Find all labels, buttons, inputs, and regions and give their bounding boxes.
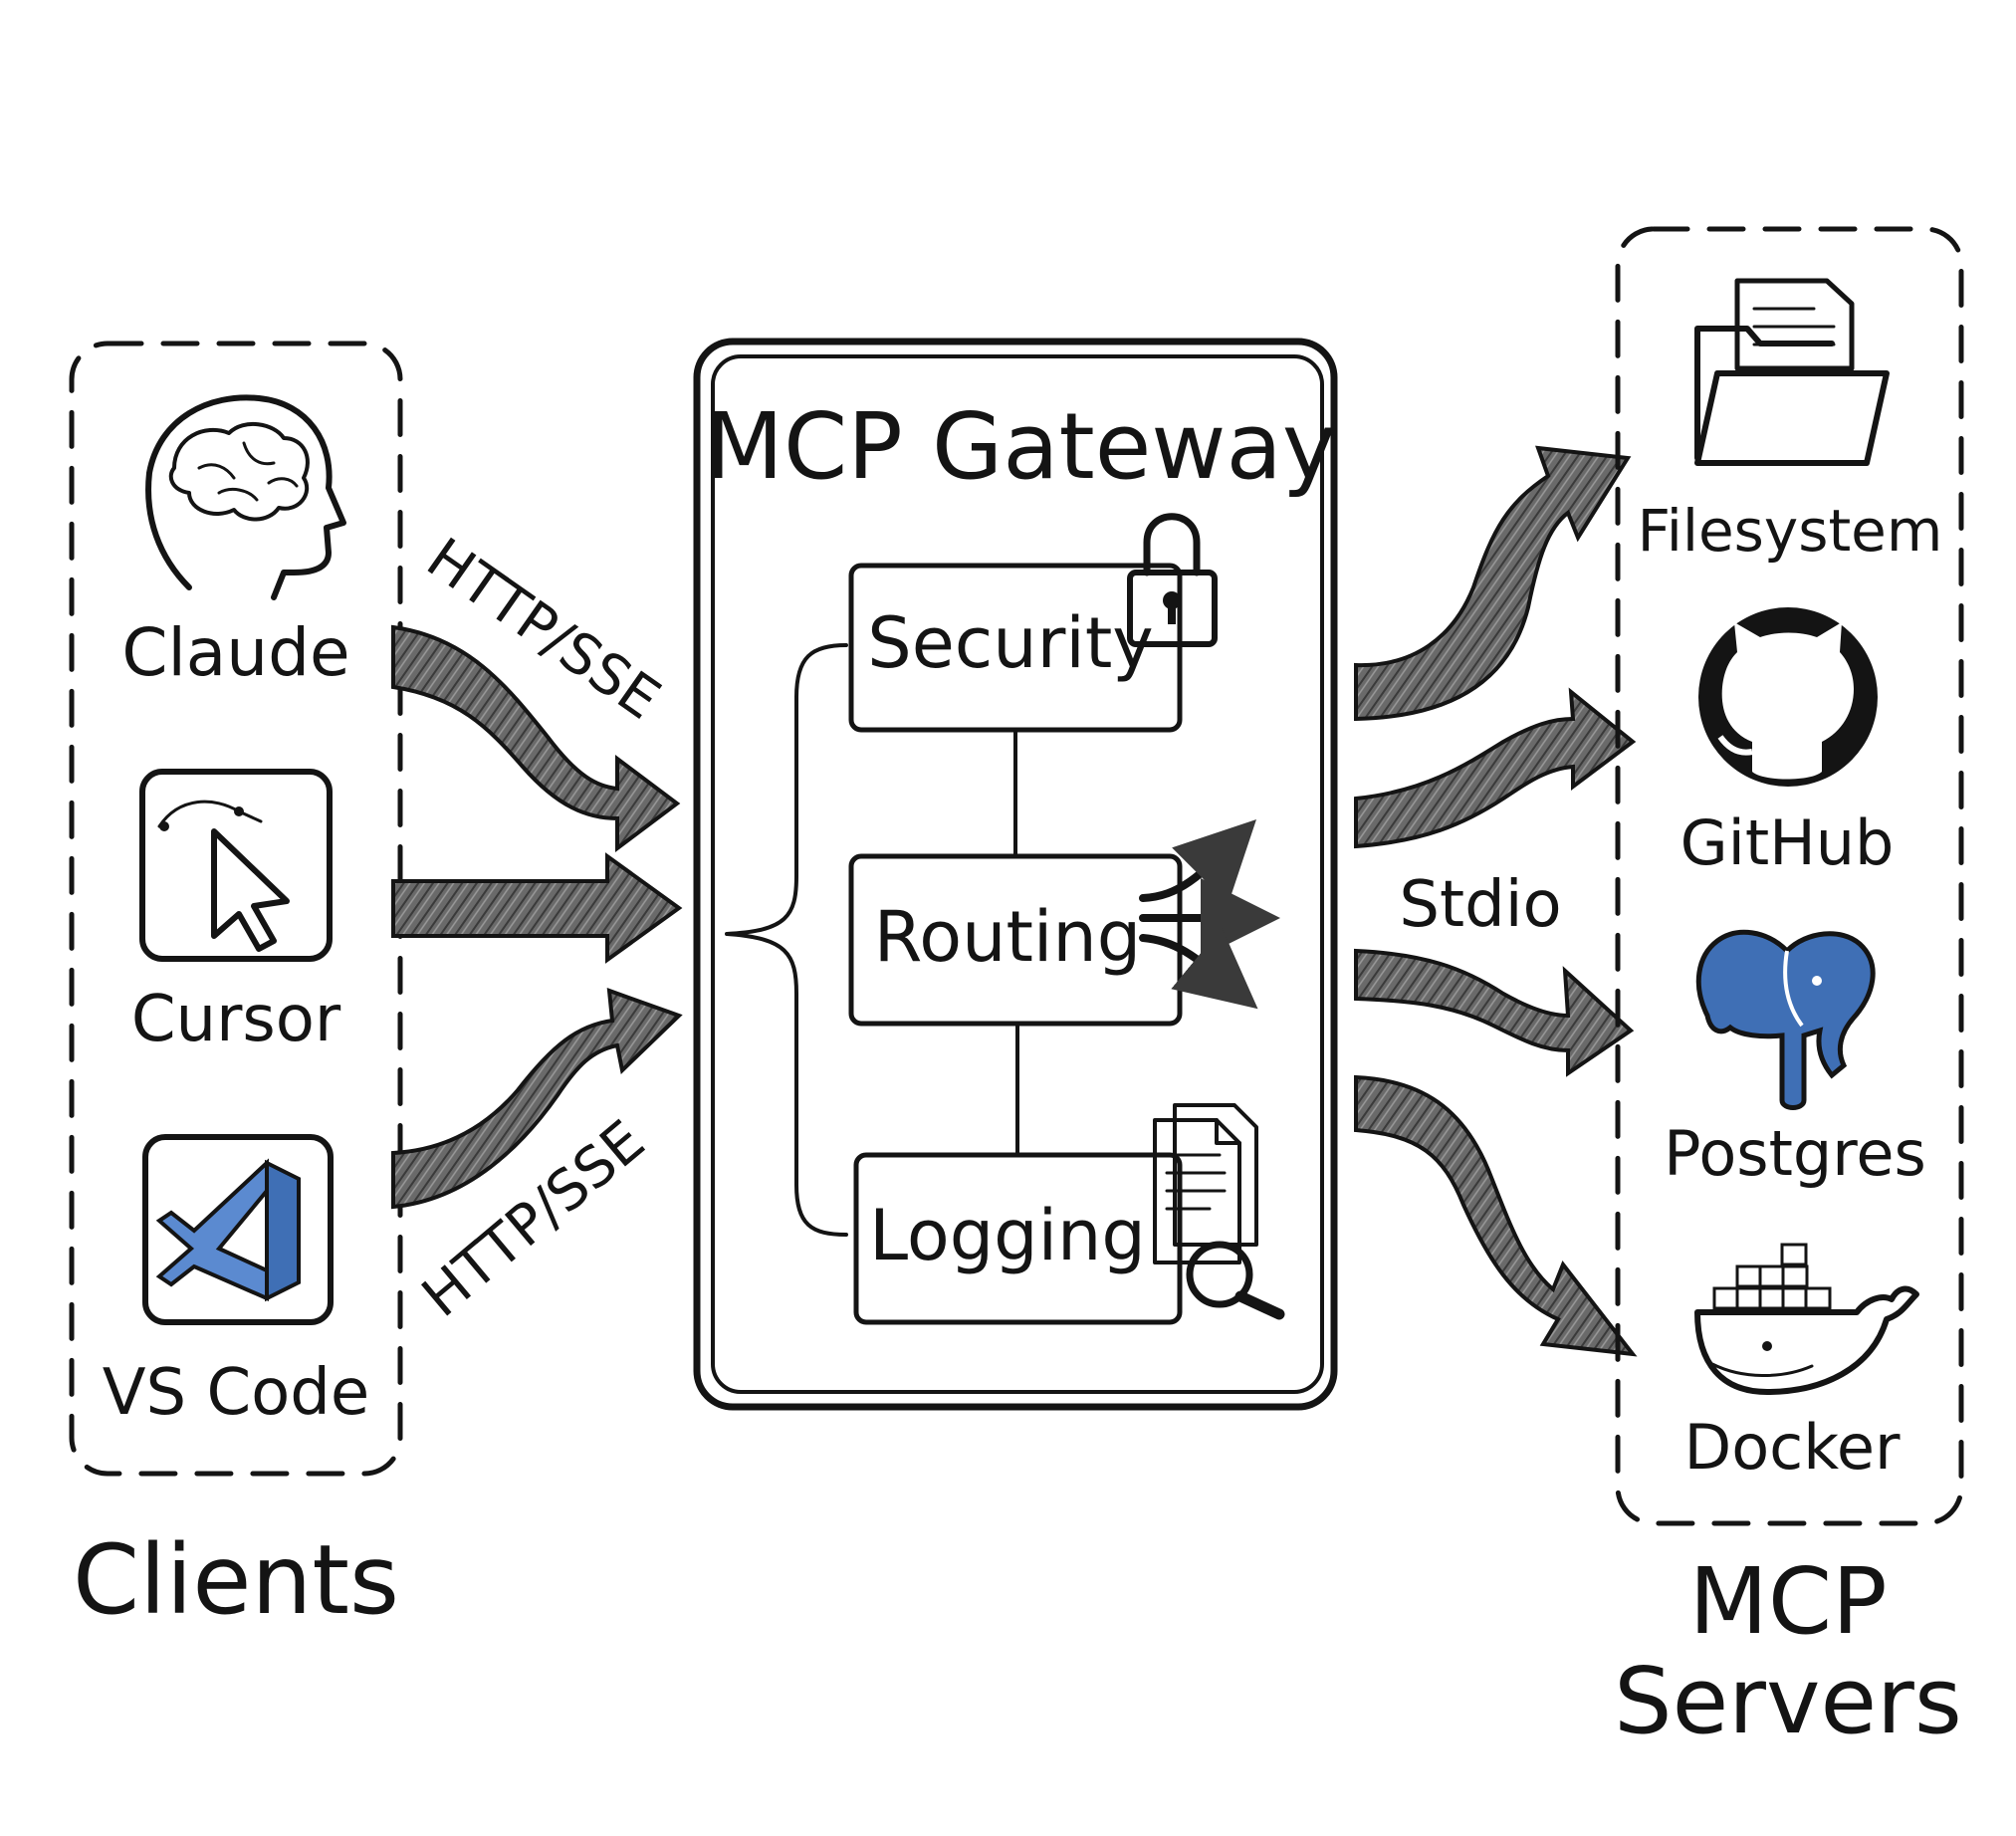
server-arrows: Stdio (1354, 445, 1638, 1357)
servers-group: Filesystem GitHub Postgres (1615, 226, 1964, 1526)
document-search-icon (1153, 1103, 1285, 1320)
client-label-cursor: Cursor (131, 983, 341, 1056)
protocol-label-stdio: Stdio (1399, 868, 1561, 942)
servers-dashed-border (1615, 226, 1964, 1526)
server-label-postgres: Postgres (1664, 1117, 1926, 1190)
arrow-gateway-to-github (1354, 687, 1637, 849)
arrow-gateway-to-filesystem (1354, 445, 1632, 722)
arrow-vscode-to-gateway (391, 988, 683, 1210)
module-label-routing: Routing (874, 896, 1141, 978)
split-arrows-icon (1139, 819, 1280, 1010)
gateway-box-inner (711, 354, 1324, 1394)
client-claude[interactable]: Claude (121, 394, 350, 691)
server-label-docker: Docker (1683, 1411, 1901, 1484)
server-docker[interactable]: Docker (1683, 1243, 1919, 1484)
padlock-icon (1127, 513, 1218, 647)
server-label-github: GitHub (1680, 806, 1895, 879)
arrow-cursor-to-gateway (391, 852, 683, 964)
postgres-elephant-icon (1695, 929, 1876, 1110)
client-vscode[interactable]: VS Code (103, 1134, 370, 1430)
module-label-logging: Logging (869, 1195, 1146, 1276)
server-postgres[interactable]: Postgres (1664, 929, 1926, 1190)
client-label-vscode: VS Code (103, 1356, 370, 1430)
module-security[interactable]: Security (848, 513, 1218, 733)
cursor-pointer-icon (139, 769, 333, 962)
github-octocat-icon (1698, 607, 1878, 787)
clients-group-label: Clients (73, 1524, 399, 1636)
module-label-security: Security (867, 602, 1153, 684)
arrow-claude-to-gateway (391, 624, 681, 852)
mcp-gateway: MCP Gateway Security Routing (693, 338, 1338, 1411)
servers-group-label-line1: MCP (1688, 1548, 1887, 1655)
client-label-claude: Claude (121, 614, 349, 691)
gateway-box-outer (693, 338, 1338, 1411)
clients-group: Claude Cursor VS Code (69, 341, 403, 1477)
server-github[interactable]: GitHub (1680, 607, 1895, 879)
client-arrows: HTTP/SSE HTTP/SSE (391, 526, 683, 1330)
arrow-gateway-to-postgres (1354, 948, 1635, 1077)
server-label-filesystem: Filesystem (1638, 497, 1943, 565)
arrow-gateway-to-docker (1354, 1074, 1638, 1357)
client-cursor[interactable]: Cursor (131, 769, 341, 1056)
server-filesystem[interactable]: Filesystem (1638, 278, 1943, 565)
vscode-logo-icon (142, 1134, 334, 1325)
docker-whale-icon (1694, 1243, 1919, 1395)
brain-head-icon (145, 394, 346, 600)
servers-group-label-line2: Servers (1614, 1648, 1962, 1754)
module-logging[interactable]: Logging (853, 1103, 1285, 1325)
gateway-module-bracket (725, 643, 848, 1237)
module-routing[interactable]: Routing (848, 819, 1280, 1027)
folder-icon (1694, 278, 1890, 466)
gateway-title: MCP Gateway (705, 393, 1337, 500)
